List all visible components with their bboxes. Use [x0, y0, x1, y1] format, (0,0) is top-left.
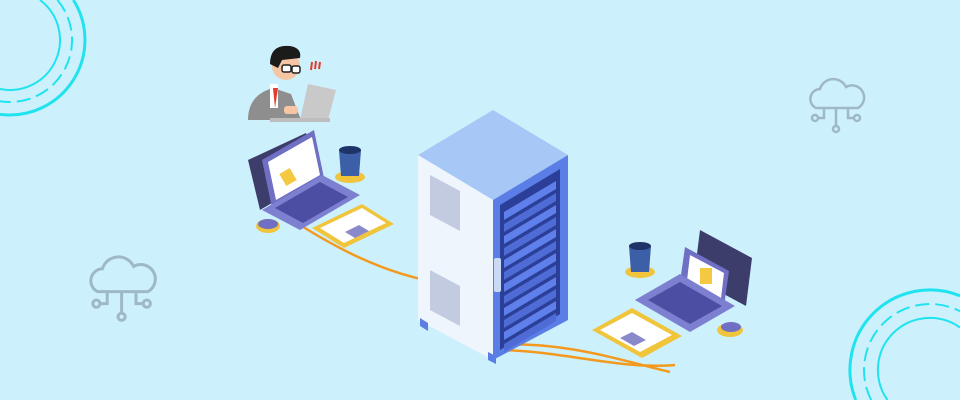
- server-units: [504, 181, 556, 352]
- server-unit: [504, 289, 556, 328]
- laptop-right: [635, 230, 752, 337]
- server-unit: [504, 193, 556, 232]
- server-unit: [504, 217, 556, 256]
- server-unit: [504, 205, 556, 244]
- server-unit: [504, 241, 556, 280]
- coffee-mug-right: [625, 242, 655, 278]
- cloud-network-icon: [89, 255, 157, 322]
- server-unit: [504, 313, 556, 352]
- coffee-mug-left: [335, 146, 365, 183]
- decorative-arcs-bottom-right: [848, 288, 960, 400]
- person-at-computer: [248, 45, 336, 122]
- server-rack: [418, 110, 568, 364]
- cloud-network-icon: [809, 77, 866, 134]
- vent-grille: [430, 175, 460, 326]
- server-unit: [504, 229, 556, 268]
- server-unit: [504, 301, 556, 340]
- tablet-right: [592, 308, 682, 358]
- laptop-left: [248, 130, 360, 233]
- server-unit: [504, 265, 556, 304]
- server-unit: [504, 181, 556, 220]
- decorative-arcs-top-left: [0, 0, 87, 117]
- server-unit: [504, 253, 556, 292]
- server-unit: [504, 277, 556, 316]
- tablet-left: [312, 204, 394, 248]
